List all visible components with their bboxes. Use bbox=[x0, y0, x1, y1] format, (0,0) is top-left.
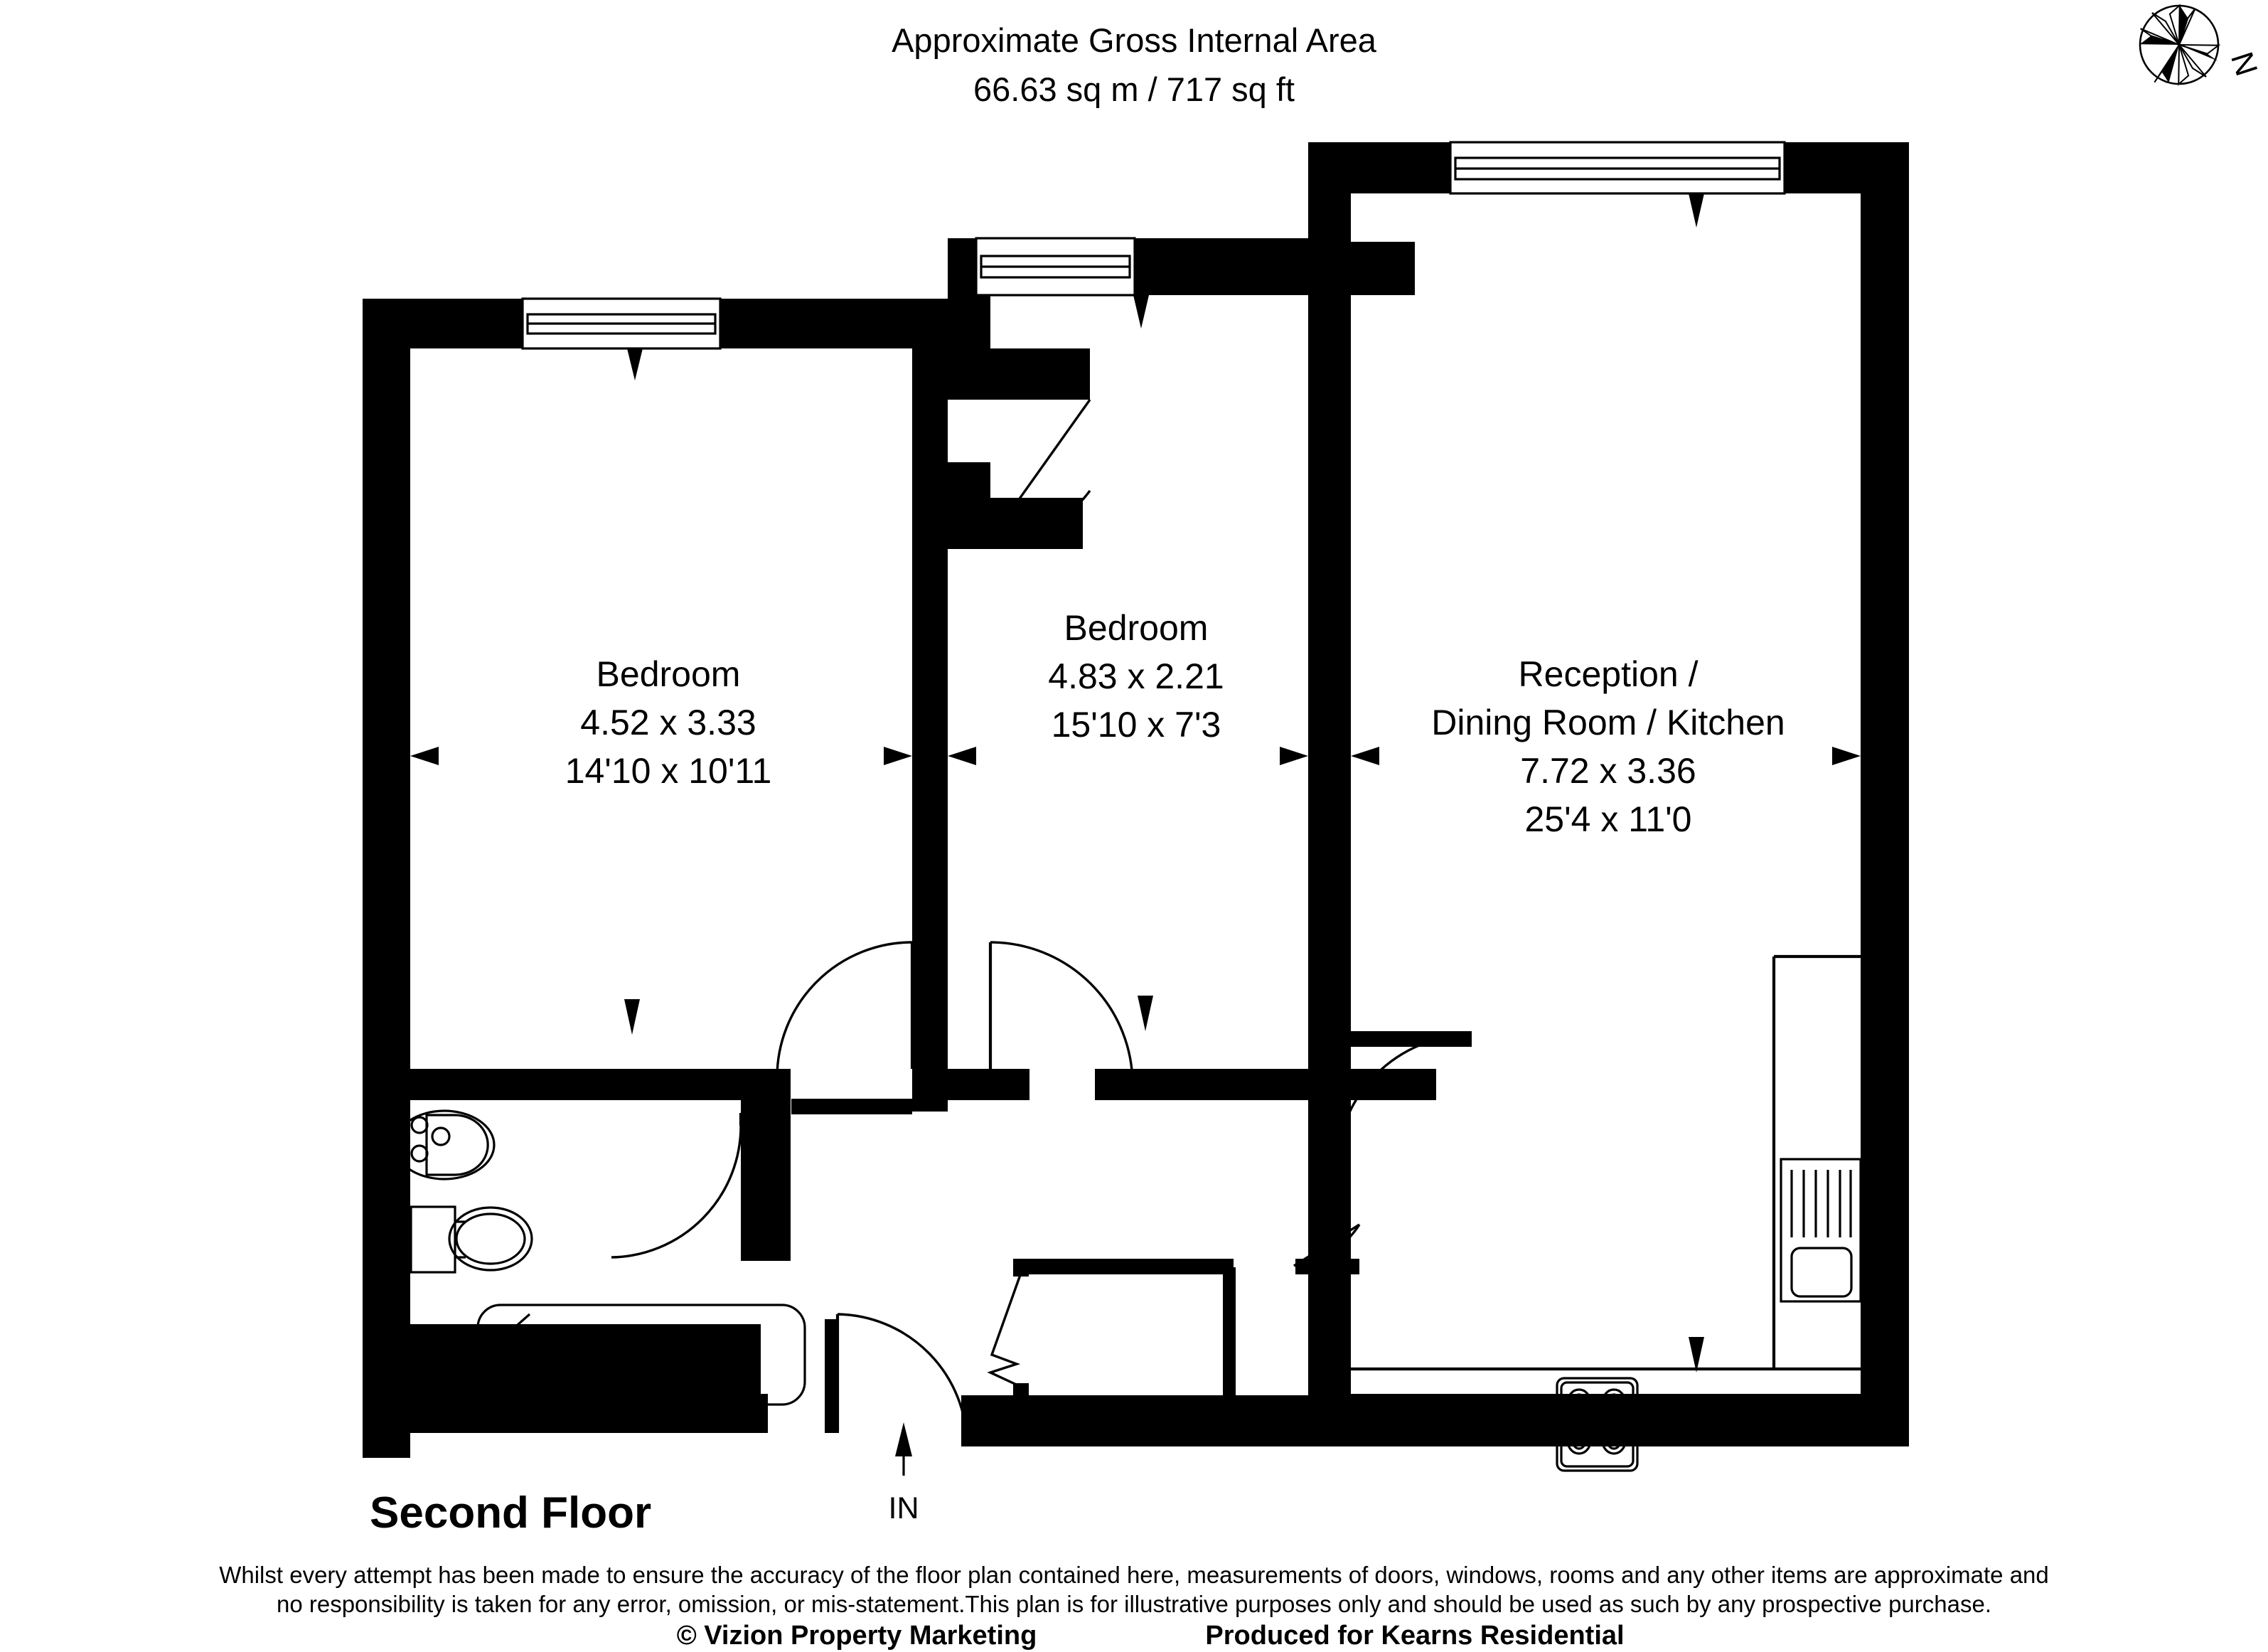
room-imperial: 14'10 x 10'11 bbox=[565, 751, 772, 791]
wash-basin-icon bbox=[393, 1109, 496, 1181]
room-imperial: 15'10 x 7'3 bbox=[1052, 705, 1221, 745]
room-name: Bedroom bbox=[597, 654, 741, 694]
room-label-bedroom-middle: Bedroom 4.83 x 2.21 15'10 x 7'3 bbox=[1048, 608, 1224, 745]
room-metric: 4.52 x 3.33 bbox=[580, 703, 756, 742]
door-swings bbox=[611, 399, 1471, 1446]
disclaimer-line-1: Whilst every attempt has been made to en… bbox=[219, 1562, 2049, 1588]
disclaimer-line-2: no responsibility is taken for any error… bbox=[277, 1591, 1991, 1617]
structural-walls bbox=[363, 142, 1909, 1458]
compass-rose-icon bbox=[2139, 4, 2221, 86]
room-name: Bedroom bbox=[1064, 608, 1209, 648]
room-imperial: 25'4 x 11'0 bbox=[1524, 799, 1691, 839]
bathtub-with-shower-icon bbox=[466, 1304, 806, 1406]
floor-label: Second Floor bbox=[370, 1488, 651, 1538]
produced-for-text: Produced for Kearns Residential bbox=[1205, 1621, 1624, 1651]
room-label-bedroom-left: Bedroom 4.52 x 3.33 14'10 x 10'11 bbox=[565, 654, 772, 791]
room-metric: 7.72 x 3.36 bbox=[1520, 751, 1696, 791]
area-value: 66.63 sq m / 717 sq ft bbox=[973, 70, 1295, 108]
room-metric: 4.83 x 2.21 bbox=[1048, 656, 1224, 696]
area-title: Approximate Gross Internal Area bbox=[892, 21, 1377, 59]
window-middle-bedroom bbox=[975, 237, 1149, 329]
entrance-marker bbox=[895, 1422, 912, 1476]
kitchen-counter bbox=[1351, 954, 1861, 1371]
copyright-text: © Vizion Property Marketing bbox=[677, 1621, 1037, 1651]
kitchen-sink-with-drainer-icon bbox=[1780, 1158, 1862, 1303]
room-name-line2: Dining Room / Kitchen bbox=[1431, 703, 1785, 742]
hob-four-burner-icon bbox=[1556, 1377, 1639, 1472]
dimension-arrows bbox=[410, 747, 1861, 1373]
room-label-reception: Reception / Dining Room / Kitchen 7.72 x… bbox=[1431, 654, 1785, 839]
toilet-wc-icon bbox=[410, 1205, 533, 1274]
room-name-line1: Reception / bbox=[1519, 654, 1699, 694]
window-reception bbox=[1449, 141, 1786, 228]
entrance-label: IN bbox=[889, 1491, 919, 1525]
window-left-bedroom bbox=[521, 297, 722, 380]
